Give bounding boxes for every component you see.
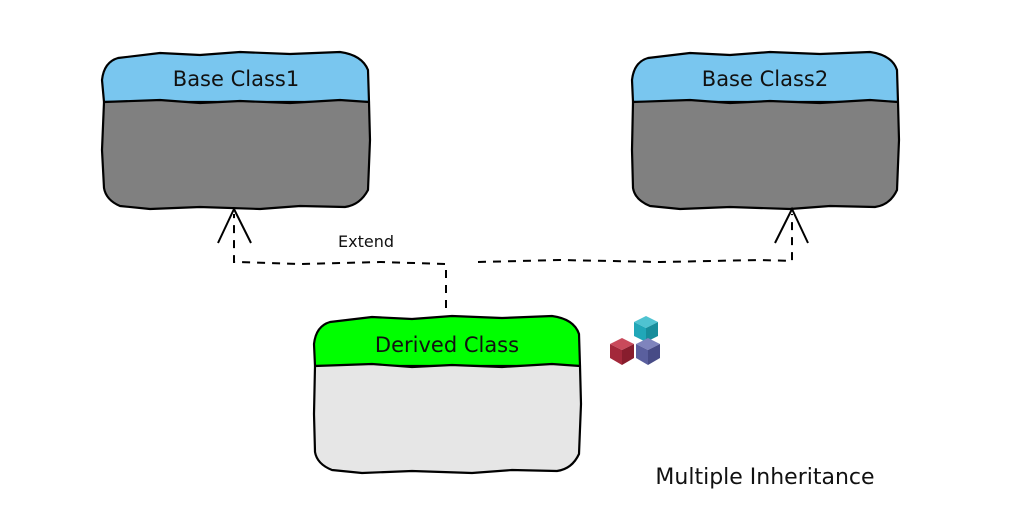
class-name: Base Class1 [173, 67, 299, 91]
class-box-base-class2[interactable]: Base Class2 [630, 50, 901, 211]
generalization-connector-base2 [477, 206, 809, 264]
generalization-connector-base1 [217, 206, 447, 308]
class-body [312, 362, 583, 475]
inheritance-arrowhead-icon [217, 206, 252, 244]
class-box-derived-class[interactable]: Derived Class [312, 314, 583, 475]
class-header [630, 50, 900, 104]
class-body [100, 98, 372, 211]
inheritance-arrowhead-icon [774, 206, 809, 244]
cube-right [636, 338, 660, 365]
cube-top [634, 316, 658, 342]
class-name: Derived Class [375, 333, 519, 357]
cubes-icon [610, 316, 660, 365]
diagram-title: Multiple Inheritance [655, 465, 874, 490]
relation-label: Extend [338, 232, 394, 251]
dashed-line [233, 214, 447, 308]
cube-left [610, 338, 634, 365]
class-name: Base Class2 [702, 67, 828, 91]
class-header [100, 50, 371, 104]
class-header [312, 314, 582, 368]
class-body [630, 98, 901, 211]
class-box-base-class1[interactable]: Base Class1 [100, 50, 372, 211]
dashed-line [477, 214, 793, 264]
